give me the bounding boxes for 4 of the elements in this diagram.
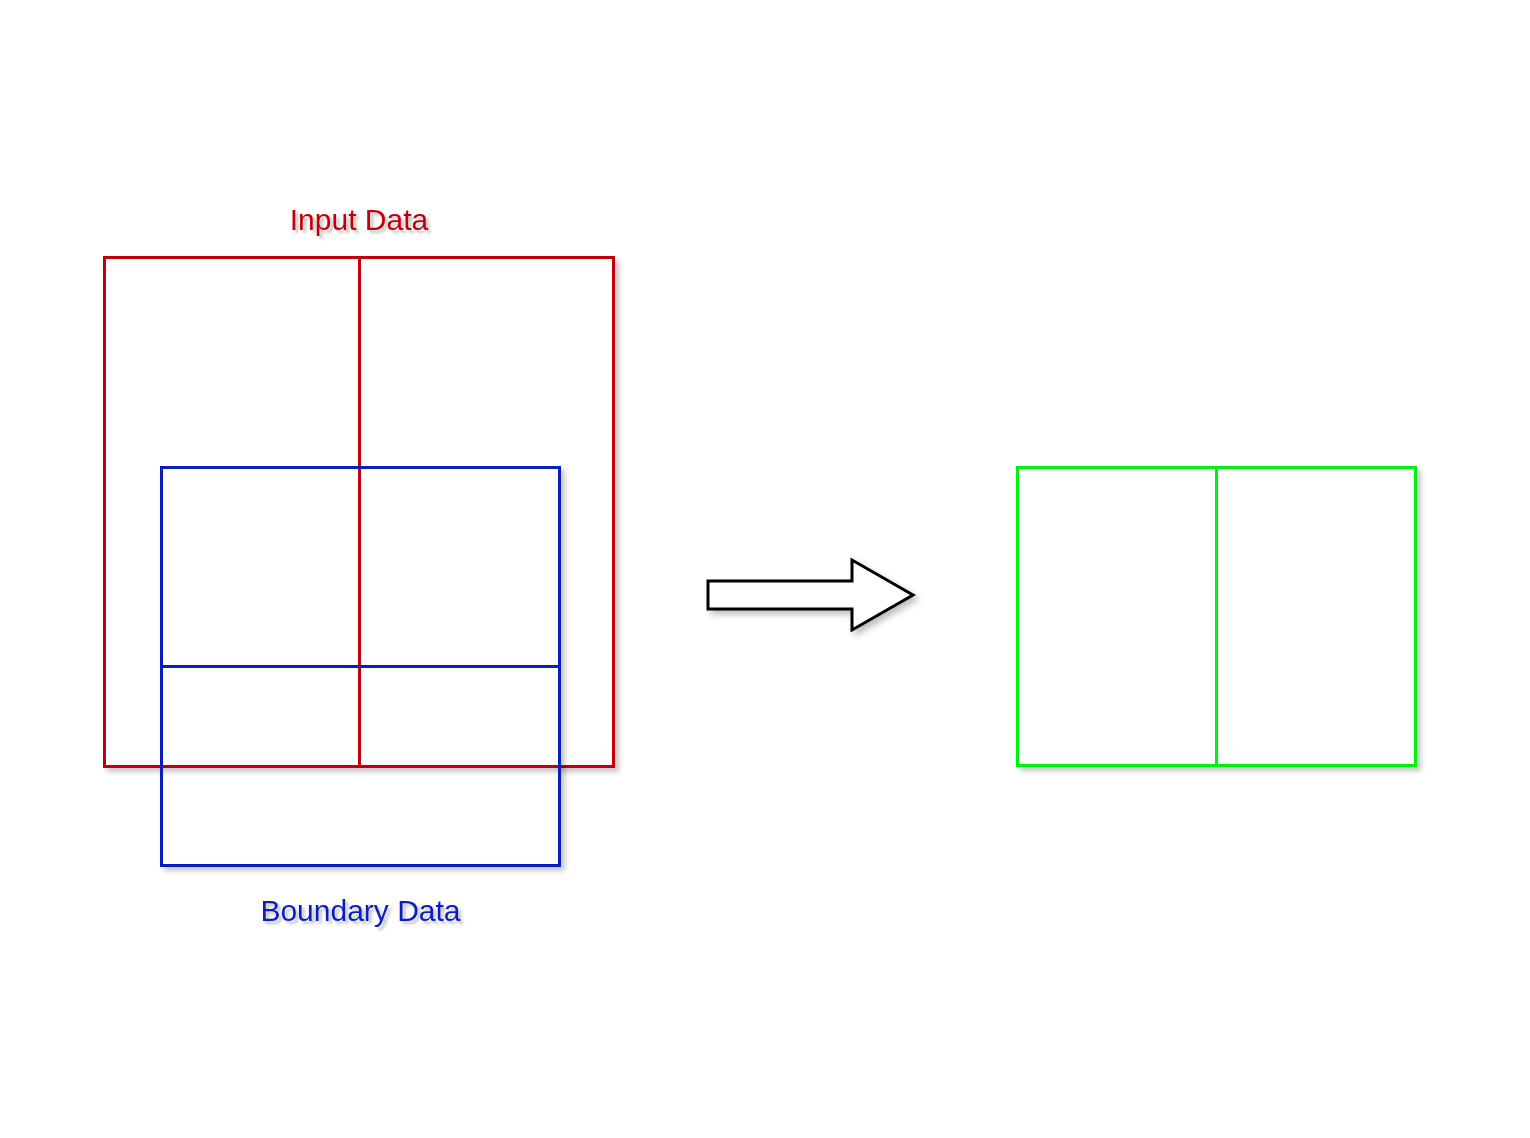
block-arrow: [706, 557, 916, 633]
output-grid: [1016, 466, 1417, 767]
grid-label: Boundary Data: [260, 896, 461, 926]
grid-label: Input Data: [289, 205, 429, 235]
